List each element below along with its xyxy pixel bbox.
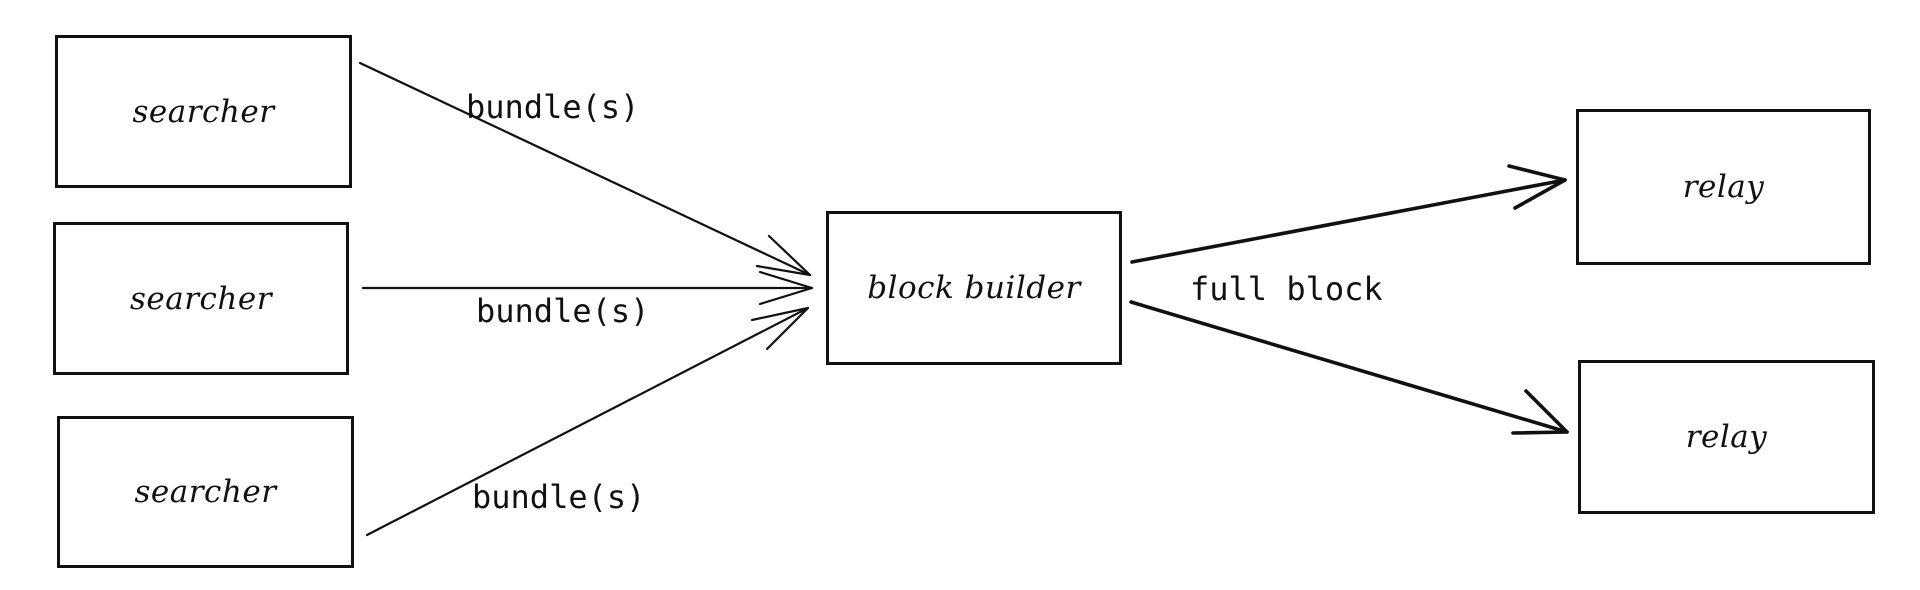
relay-node-2-label: relay (1685, 419, 1768, 455)
block-builder-node: block builder (826, 211, 1122, 365)
relay-node-2: relay (1578, 360, 1875, 514)
arrow-builder-to-relay-2 (1129, 300, 1569, 435)
relay-node-1-label: relay (1682, 169, 1765, 205)
edge-label-bundle-2: bundle(s) (476, 292, 650, 330)
arrow-searcher-2-to-builder (361, 270, 814, 306)
relay-node-1: relay (1576, 109, 1871, 265)
searcher-node-3: searcher (57, 416, 354, 568)
searcher-node-2-label: searcher (129, 280, 273, 317)
edge-label-bundle-1: bundle(s) (466, 88, 640, 126)
searcher-node-1: searcher (55, 35, 352, 188)
edge-label-bundle-3: bundle(s) (472, 478, 646, 516)
arrow-builder-to-relay-1 (1130, 164, 1567, 264)
searcher-node-2: searcher (53, 222, 349, 375)
block-builder-node-label: block builder (867, 270, 1081, 306)
edge-label-full-block: full block (1190, 270, 1383, 308)
arrow-searcher-1-to-builder (358, 61, 812, 277)
arrow-searcher-3-to-builder (365, 306, 810, 537)
searcher-node-1-label: searcher (132, 93, 275, 130)
searcher-node-3-label: searcher (134, 474, 277, 510)
